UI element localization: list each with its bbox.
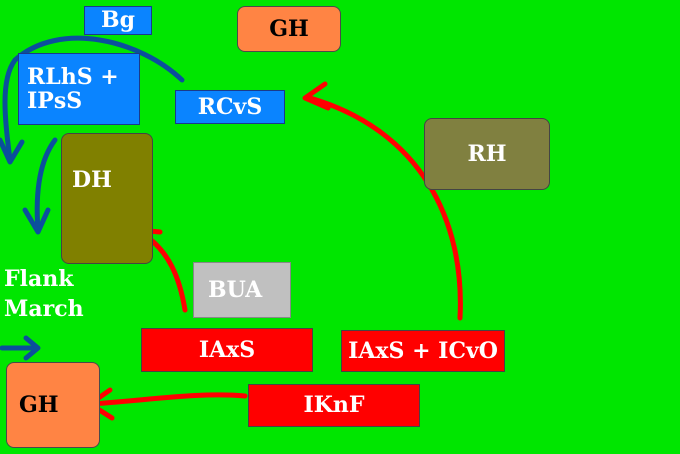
unit-dh-label: DH (72, 167, 112, 193)
unit-gh-top-label: GH (269, 15, 309, 42)
red-arrowhead-1 (302, 81, 331, 111)
unit-rcvs-label: RCvS (197, 93, 263, 120)
unit-iaxs-icvo[interactable]: IAxS + ICvO (341, 330, 505, 372)
unit-gh-bottom-label: GH (19, 391, 59, 418)
unit-rlhs-ipss-label: RLhS + IPsS (27, 63, 119, 114)
unit-bg-label: Bg (101, 7, 135, 34)
unit-iaxs-icvo-label: IAxS + ICvO (348, 337, 498, 364)
unit-bua-label: BUA (208, 276, 263, 303)
blue-arrow-rlhs-down (34, 137, 58, 233)
unit-rh[interactable]: RH (424, 118, 550, 190)
unit-rh-label: RH (467, 140, 507, 167)
unit-gh-top[interactable]: GH (237, 6, 341, 52)
unit-rcvs[interactable]: RCvS (175, 90, 285, 124)
blue-arrowhead-3 (23, 335, 41, 361)
unit-iknf[interactable]: IKnF (248, 384, 420, 427)
unit-gh-bottom[interactable]: GH (6, 362, 100, 448)
unit-bua[interactable]: BUA (193, 262, 291, 318)
unit-rlhs-ipss[interactable]: RLhS + IPsS (18, 53, 140, 125)
unit-iknf-label: IKnF (303, 392, 365, 419)
blue-arrow-rcvs-to-left (2, 35, 185, 163)
unit-iaxs-label: IAxS (198, 336, 256, 363)
unit-iaxs[interactable]: IAxS (141, 328, 313, 372)
unit-dh[interactable]: DH (61, 133, 153, 264)
flank-march-text: Flank March (4, 266, 84, 322)
blue-arrowhead-2 (22, 207, 51, 235)
flank-march-label: Flank March (4, 264, 84, 324)
blue-arrowhead-1 (0, 137, 25, 165)
red-arrow-iknf-to-gh (89, 392, 248, 407)
unit-bg[interactable]: Bg (84, 6, 152, 35)
